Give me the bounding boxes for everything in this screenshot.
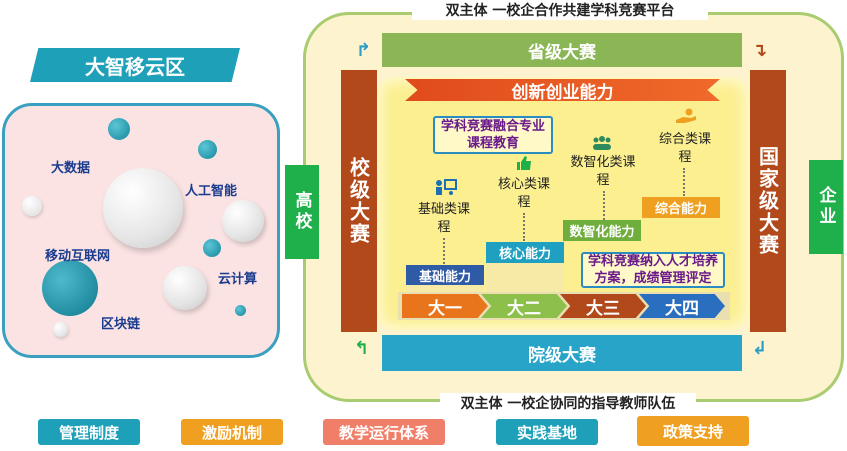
college-competition-bar: 院级大赛 bbox=[382, 335, 742, 371]
ability-basic: 基础能力 bbox=[406, 265, 484, 285]
connector-line bbox=[443, 238, 445, 264]
ability-digital: 数智化能力 bbox=[563, 220, 641, 241]
thumbs-up-icon bbox=[516, 155, 532, 175]
year-3: 大三 bbox=[560, 294, 646, 318]
curve-arrow-icon: ↴ bbox=[752, 40, 768, 61]
school-competition-bar: 校级大赛 bbox=[341, 70, 377, 332]
label-ai: 人工智能 bbox=[185, 184, 238, 199]
tag-teaching: 教学运行体系 bbox=[323, 419, 445, 445]
label-bigdata: 大数据 bbox=[51, 161, 91, 176]
team-icon bbox=[591, 135, 613, 154]
course-core: 核心类课程 bbox=[497, 177, 550, 210]
bubble-white-mid bbox=[163, 266, 207, 310]
connector-line bbox=[523, 213, 525, 241]
bottom-caption: 双主体 一校企协同的指导教师队伍 bbox=[440, 393, 696, 413]
enterprise-pill: 企业 bbox=[809, 160, 843, 254]
label-mobile: 移动互联网 bbox=[45, 249, 111, 264]
course-digital: 数智化类课程 bbox=[570, 155, 636, 188]
tag-management: 管理制度 bbox=[38, 419, 140, 445]
step-riser bbox=[486, 263, 564, 293]
connector-line bbox=[603, 191, 605, 220]
bubble-teal-small bbox=[198, 140, 217, 159]
year-2: 大二 bbox=[481, 294, 567, 318]
ability-comprehensive: 综合能力 bbox=[642, 197, 720, 218]
top-caption: 双主体 一校企合作共建学科竞赛平台 bbox=[412, 0, 708, 20]
label-cloud: 云计算 bbox=[218, 272, 258, 287]
bubble-teal-mid bbox=[203, 239, 221, 257]
people-board-icon bbox=[434, 178, 458, 200]
left-title: 大智移云区 bbox=[30, 48, 240, 82]
bubble-large-white bbox=[103, 168, 183, 248]
year-1: 大一 bbox=[402, 294, 488, 318]
connector-line bbox=[683, 168, 685, 196]
tag-practice-base: 实践基地 bbox=[496, 419, 598, 445]
school-pill: 高校 bbox=[285, 165, 319, 259]
bubble-white-right bbox=[222, 200, 264, 242]
year-4: 大四 bbox=[639, 294, 725, 318]
step-riser bbox=[406, 285, 484, 293]
tag-incentive: 激励机制 bbox=[181, 419, 283, 445]
bubble-top-teal bbox=[108, 118, 130, 140]
bubble-white-left bbox=[22, 196, 42, 216]
curve-arrow-icon: ↲ bbox=[752, 338, 768, 359]
talent-box: 学科竞赛纳入人才培养方案，成绩管理评定 bbox=[581, 252, 725, 288]
course-comprehensive: 综合类课程 bbox=[658, 132, 711, 165]
integration-box: 学科竞赛融合专业课程教育 bbox=[433, 116, 553, 154]
course-basic: 基础类课程 bbox=[417, 202, 470, 235]
provincial-competition-bar: 省级大赛 bbox=[382, 33, 742, 67]
bubble-teal-large bbox=[42, 260, 98, 316]
ability-core: 核心能力 bbox=[486, 242, 564, 263]
national-competition-bar: 国家级大赛 bbox=[750, 70, 786, 332]
bubble-white-small bbox=[53, 322, 68, 337]
bubble-teal-tiny bbox=[235, 305, 246, 316]
hand-coin-icon bbox=[675, 108, 697, 128]
tag-policy: 政策支持 bbox=[637, 416, 749, 446]
label-blockchain: 区块链 bbox=[101, 317, 141, 332]
curve-arrow-icon: ↱ bbox=[356, 40, 372, 61]
curve-arrow-icon: ↰ bbox=[354, 338, 370, 359]
innovation-banner: 创新创业能力 bbox=[405, 79, 720, 101]
